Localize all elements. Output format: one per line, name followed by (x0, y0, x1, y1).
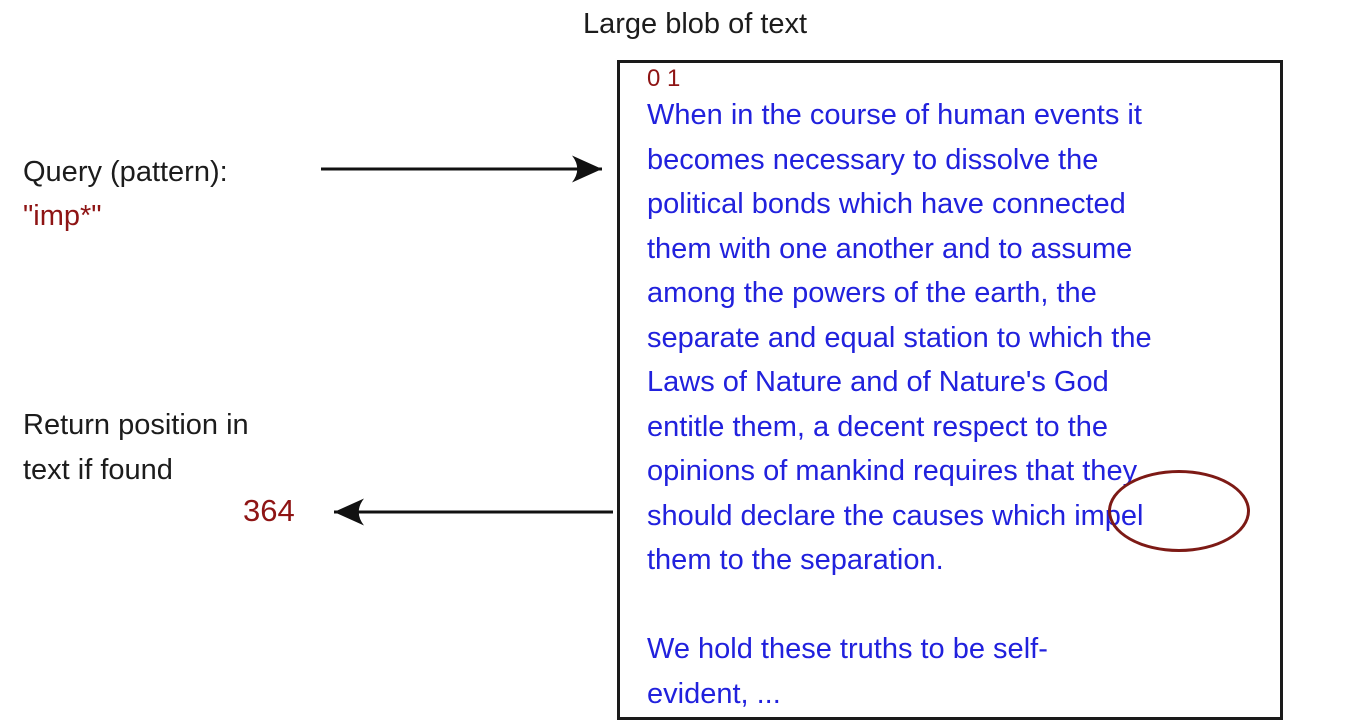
text-line: among the powers of the earth, the (647, 277, 1097, 309)
result-position-value: 364 (243, 493, 295, 528)
query-pattern-value: "imp*" (23, 200, 102, 232)
text-line: becomes necessary to dissolve the (647, 143, 1099, 176)
text-line (647, 583, 1280, 628)
text-line: entitle them, a decent respect to the (647, 410, 1109, 443)
text-line: them to the separation. (647, 544, 944, 576)
text-line: We hold these truths to be self- (647, 633, 1048, 665)
text-line: political bonds which have connected (647, 188, 1126, 220)
text-blob-content: When in the course of human events it bec… (647, 93, 1280, 716)
result-block: Return position in text if found (23, 403, 249, 493)
query-block: Query (pattern): "imp*" (23, 150, 228, 238)
text-line: When in the course of human events it (647, 99, 1142, 131)
text-line: Laws of Nature and of Nature's God (647, 366, 1109, 398)
text-line: evident, ... (647, 677, 781, 710)
result-label-line2: text if found (23, 454, 173, 486)
text-line: them with one another and to assume (647, 232, 1133, 265)
text-line: opinions of mankind requires that they (647, 455, 1138, 487)
text-blob-box: 0 1 When in the course of human events i… (617, 60, 1283, 720)
query-label: Query (pattern): (23, 156, 228, 188)
text-line: separate and equal station to which the (647, 321, 1152, 354)
page-title: Large blob of text (583, 8, 808, 40)
text-line: should declare the causes which impel (647, 499, 1144, 532)
match-highlight-ellipse (1108, 470, 1250, 552)
result-label-line1: Return position in (23, 409, 249, 441)
index-markers: 0 1 (647, 65, 681, 92)
